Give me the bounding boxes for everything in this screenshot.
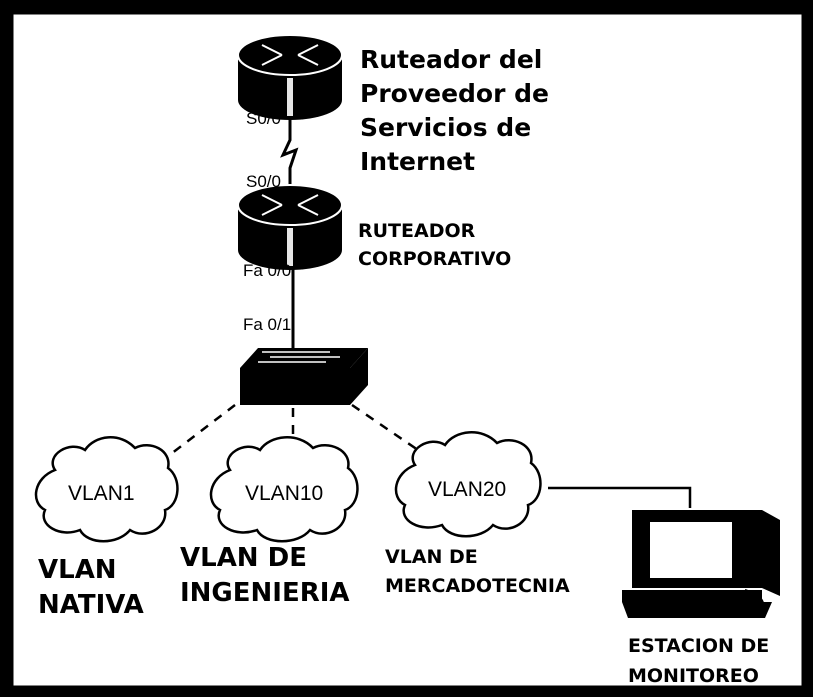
vlan1-caption-line-2: NATIVA <box>38 590 144 620</box>
corporate-router-icon <box>237 184 343 270</box>
isp-router-label-line-2: Proveedor de <box>360 79 549 108</box>
vlan20-caption-line-1: VLAN DE <box>385 546 478 568</box>
vlan20-cloud-label: VLAN20 <box>428 478 506 501</box>
vlan20-caption-line-2: MERCADOTECNIA <box>385 575 570 597</box>
corp-router-label-line-2: CORPORATIVO <box>358 248 511 270</box>
vlan10-caption-line-2: INGENIERIA <box>180 578 350 608</box>
isp-router-port-label: S0/0 <box>246 109 281 128</box>
vlan10-cloud <box>209 436 359 543</box>
station-caption-line-1: ESTACION DE <box>628 635 769 657</box>
isp-router-label-line-1: Ruteador del <box>360 45 542 74</box>
corp-router-port-top-label: S0/0 <box>246 172 281 191</box>
isp-router-label-line-3: Servicios de <box>360 113 531 142</box>
vlan10-cloud-label: VLAN10 <box>245 482 323 505</box>
vlan1-cloud-label: VLAN1 <box>68 482 135 505</box>
station-link <box>548 486 692 508</box>
vlan20-cloud <box>394 431 542 538</box>
isp-router-label-line-4: Internet <box>360 147 475 176</box>
vlan1-cloud <box>34 436 179 543</box>
switch-icon <box>240 348 368 405</box>
corp-router-port-bottom-label: Fa 0/0 <box>243 261 291 280</box>
serial-link <box>280 110 299 195</box>
station-caption-line-2: MONITOREO <box>628 665 759 687</box>
vlan10-caption-line-1: VLAN DE <box>180 543 307 573</box>
corp-router-label-line-1: RUTEADOR <box>358 220 476 242</box>
monitoring-station-icon <box>622 510 780 618</box>
isp-router-icon <box>237 34 343 120</box>
switch-port-label: Fa 0/1 <box>243 315 291 334</box>
vlan1-caption-line-1: VLAN <box>38 555 117 585</box>
